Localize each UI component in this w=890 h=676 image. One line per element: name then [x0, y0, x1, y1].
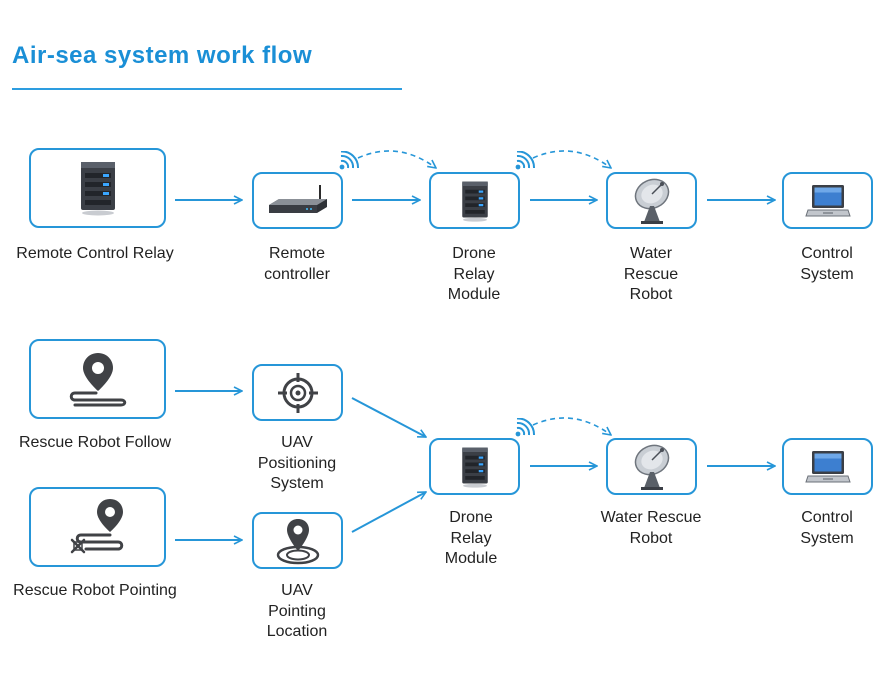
label-water-rescue-robot-2: Water Rescue Robot — [600, 509, 702, 547]
node-water-rescue-robot-2 — [606, 438, 697, 495]
label-uav-positioning-system: UAV Positioning System — [257, 434, 337, 492]
label-control-system-2: Control System — [800, 509, 854, 547]
wifi-signal-icon — [339, 151, 360, 170]
wireless-link-1 — [357, 150, 436, 168]
node-control-system — [782, 172, 873, 229]
wifi-signal-icon — [515, 151, 536, 170]
node-water-rescue-robot — [606, 172, 697, 229]
node-drone-relay-module — [429, 172, 520, 229]
satellite-dish-icon — [634, 444, 669, 490]
wireless-link-2 — [532, 150, 611, 168]
crosshair-target-icon — [277, 372, 318, 413]
label-drone-relay-module-2: Drone Relay Module — [444, 509, 498, 567]
laptop-icon — [804, 450, 851, 482]
title-underline — [12, 88, 402, 90]
node-rescue-robot-follow — [29, 339, 166, 419]
arrow-location-to-drone-relay — [351, 491, 426, 533]
map-pin-route-icon — [70, 499, 123, 554]
label-rescue-robot-pointing: Rescue Robot Pointing — [13, 582, 177, 599]
router-icon — [268, 184, 327, 213]
label-remote-controller: Remote controller — [264, 245, 330, 283]
label-drone-relay-module: Drone Relay Module — [447, 245, 501, 303]
wireless-link-3 — [532, 417, 611, 435]
wifi-signal-icon — [515, 418, 536, 437]
map-pin-route-icon — [69, 353, 126, 407]
label-rescue-robot-follow: Rescue Robot Follow — [18, 434, 172, 451]
node-uav-positioning-system — [252, 364, 343, 421]
server-icon — [461, 181, 488, 222]
page-title: Air-sea system work flow — [12, 42, 313, 69]
label-control-system: Control System — [800, 245, 854, 283]
node-control-system-2 — [782, 438, 873, 495]
location-radar-icon — [276, 518, 319, 564]
label-uav-pointing-location: UAV Pointing Location — [266, 582, 328, 640]
node-drone-relay-module-2 — [429, 438, 520, 495]
server-icon — [461, 447, 488, 488]
laptop-icon — [804, 184, 851, 216]
server-icon — [80, 162, 115, 216]
arrow-positioning-to-drone-relay — [351, 397, 426, 438]
node-remote-control-relay — [29, 148, 166, 228]
node-rescue-robot-pointing — [29, 487, 166, 567]
label-remote-control-relay: Remote Control Relay — [16, 245, 174, 262]
node-remote-controller — [252, 172, 343, 229]
label-water-rescue-robot: Water Rescue Robot — [623, 245, 679, 303]
satellite-dish-icon — [634, 178, 669, 224]
node-uav-pointing-location — [252, 512, 343, 569]
